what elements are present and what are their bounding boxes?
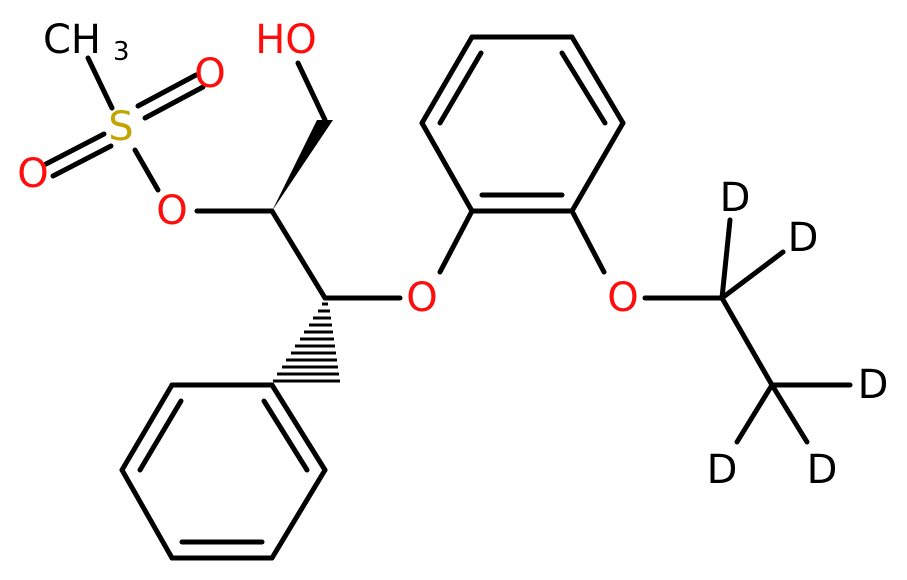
bond-ph-inner-a xyxy=(261,398,310,473)
bond-s-o-ester xyxy=(132,147,161,193)
bond-ar-inner-a xyxy=(437,50,484,126)
bonds xyxy=(43,34,853,561)
atom-deuterium-right: D xyxy=(858,362,889,408)
atom-oxygen-ester: O xyxy=(156,188,187,234)
bond-ar-o-ethoxy xyxy=(569,208,607,275)
atom-methyl-subscript: 3 xyxy=(113,37,130,67)
bond-ch2-d-right xyxy=(719,249,786,301)
bond-ar-2-3 xyxy=(419,34,475,126)
bond-ph-5-6 xyxy=(119,382,175,473)
atom-oxygen-ethoxy: O xyxy=(607,275,638,321)
bond-s-o-upper-b xyxy=(142,84,206,121)
bond-ph-2-3 xyxy=(269,467,328,561)
bond-ho-c1 xyxy=(295,60,328,123)
bond-c2-c3 xyxy=(269,208,328,301)
atom-oxygen-sulfonyl-upper: O xyxy=(194,51,225,97)
bond-s-o-left-a xyxy=(43,131,107,167)
bond-ar-o-link xyxy=(437,208,475,275)
atom-deuterium-upper-right: D xyxy=(788,215,819,261)
atom-deuterium-lower-left: D xyxy=(707,447,738,493)
bond-cd3-d-lowleft xyxy=(734,382,775,445)
bond-ch2-cd3 xyxy=(719,295,775,388)
bond-ch3-s xyxy=(85,55,115,111)
atom-sulfur: S xyxy=(108,104,133,150)
bond-ch2-d-top xyxy=(719,217,733,301)
atom-deuterium-lower-right: D xyxy=(807,447,838,493)
bond-s-o-upper-a xyxy=(135,72,199,109)
atom-oxygen-ether-benzyl: O xyxy=(406,275,437,321)
atom-hydroxyl: HO xyxy=(255,17,317,63)
atom-labels: CH 3 S O O O HO O O D D D D D xyxy=(17,17,888,493)
hash-c3-phenyl xyxy=(273,302,340,383)
atom-oxygen-sulfonyl-left: O xyxy=(17,151,48,197)
atom-methyl: CH xyxy=(43,17,101,63)
bond-ar-1-2 xyxy=(419,120,475,214)
bond-ar-4-5 xyxy=(569,34,626,126)
bond-cd3-d-lowright xyxy=(769,382,810,445)
bond-ph-inner-c xyxy=(137,398,184,473)
bond-ph-1-2 xyxy=(269,382,328,473)
bond-ar-5-6 xyxy=(569,120,626,214)
bond-ar-inner-b xyxy=(559,50,608,126)
bond-ph-4-5 xyxy=(119,467,175,561)
atom-deuterium-top: D xyxy=(720,175,751,221)
wedge-c2-c1 xyxy=(272,120,333,211)
bond-s-o-left-b xyxy=(50,143,114,179)
